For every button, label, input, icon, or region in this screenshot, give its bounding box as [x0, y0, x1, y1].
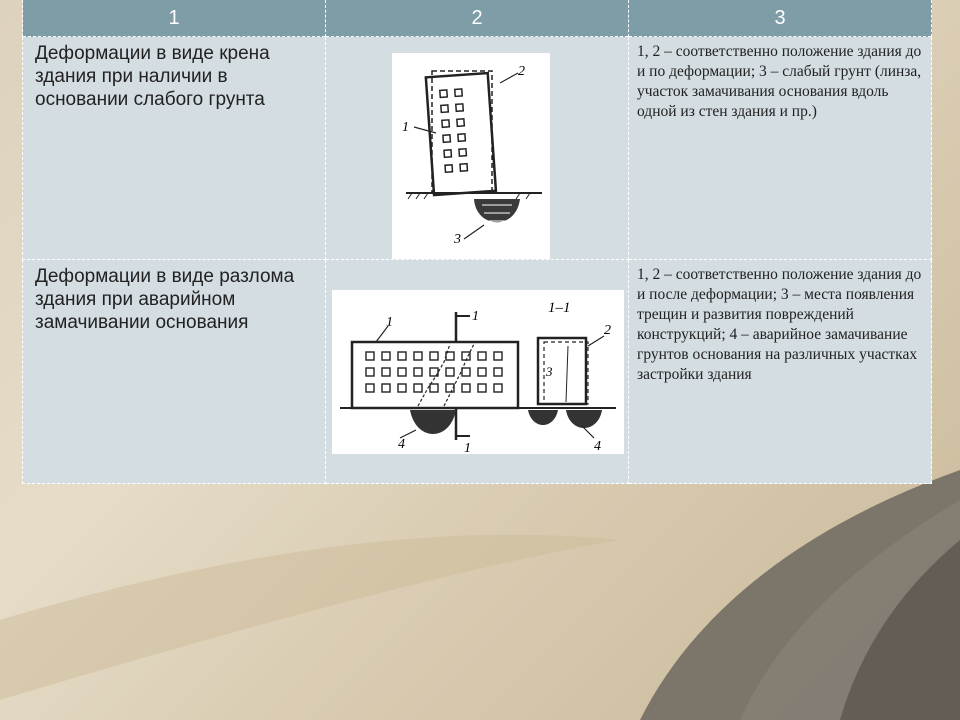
- table-row: Деформации в виде крена здания при налич…: [22, 36, 932, 260]
- deformation-table: 1 2 3 Деформации в виде крена здания при…: [22, 0, 932, 484]
- note-cell: 1, 2 – соответственно положение здания д…: [628, 259, 932, 484]
- row-note: 1, 2 – соответственно положение здания д…: [637, 43, 922, 120]
- description-cell: Деформации в виде разлома здания при ава…: [22, 259, 326, 484]
- figure-label: 1–1: [548, 300, 571, 316]
- header-col-3: 3: [628, 0, 932, 37]
- figure-label: 2: [518, 64, 525, 79]
- figure-label: 1: [386, 315, 393, 330]
- note-cell: 1, 2 – соответственно положение здания д…: [628, 36, 932, 260]
- fracture-building-figure: 1 1 1 1–1 2 3 4 4: [332, 290, 624, 454]
- header-row: 1 2 3: [22, 0, 932, 37]
- figure-label: 1: [472, 309, 479, 324]
- figure-label: 1: [464, 441, 471, 454]
- figure-label: 2: [604, 323, 611, 338]
- figure-label: 4: [594, 439, 601, 454]
- table-row: Деформации в виде разлома здания при ава…: [22, 259, 932, 484]
- figure-label: 3: [545, 364, 553, 379]
- figure-label: 1: [402, 120, 409, 135]
- tilt-building-figure: 1 2 3: [392, 53, 550, 259]
- figure-cell: 1 1 1 1–1 2 3 4 4: [325, 259, 629, 484]
- figure-label: 3: [453, 232, 461, 247]
- figure-label: 4: [398, 437, 405, 452]
- row-description: Деформации в виде крена здания при налич…: [35, 43, 270, 110]
- row-description: Деформации в виде разлома здания при ава…: [35, 266, 295, 333]
- header-col-2: 2: [325, 0, 629, 37]
- row-note: 1, 2 – соответственно положение здания д…: [637, 266, 922, 383]
- header-col-1: 1: [22, 0, 326, 37]
- description-cell: Деформации в виде крена здания при налич…: [22, 36, 326, 260]
- figure-cell: 1 2 3: [325, 36, 629, 260]
